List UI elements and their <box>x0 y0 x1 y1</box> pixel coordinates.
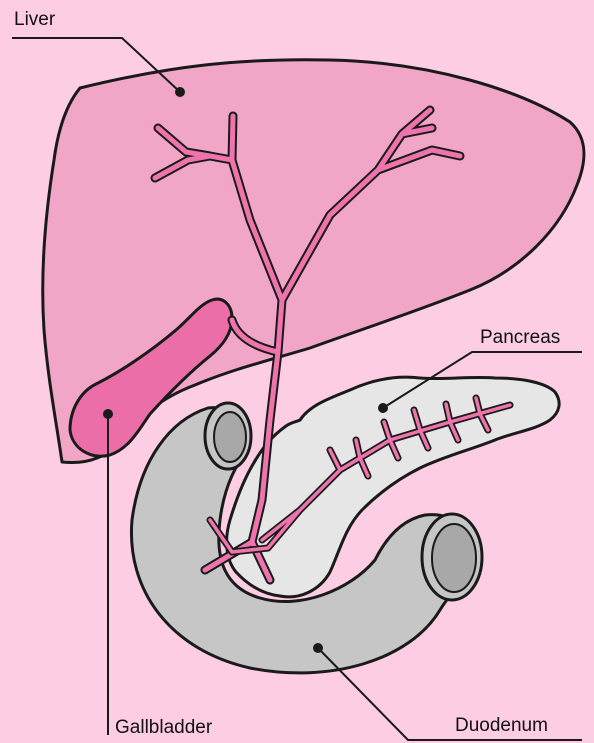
liver-leader-dot <box>176 88 184 96</box>
liver-label: Liver <box>14 10 55 29</box>
gallbladder-leader-dot <box>104 410 112 418</box>
pancreas-leader-dot <box>379 404 387 412</box>
duodenum-lower-lumen <box>432 524 476 592</box>
gallbladder-label: Gallbladder <box>115 718 212 737</box>
duodenum-label: Duodenum <box>455 716 548 735</box>
pancreas-label: Pancreas <box>480 328 560 347</box>
duodenum-upper-lumen <box>214 412 246 462</box>
duodenum-leader-dot <box>314 644 322 652</box>
